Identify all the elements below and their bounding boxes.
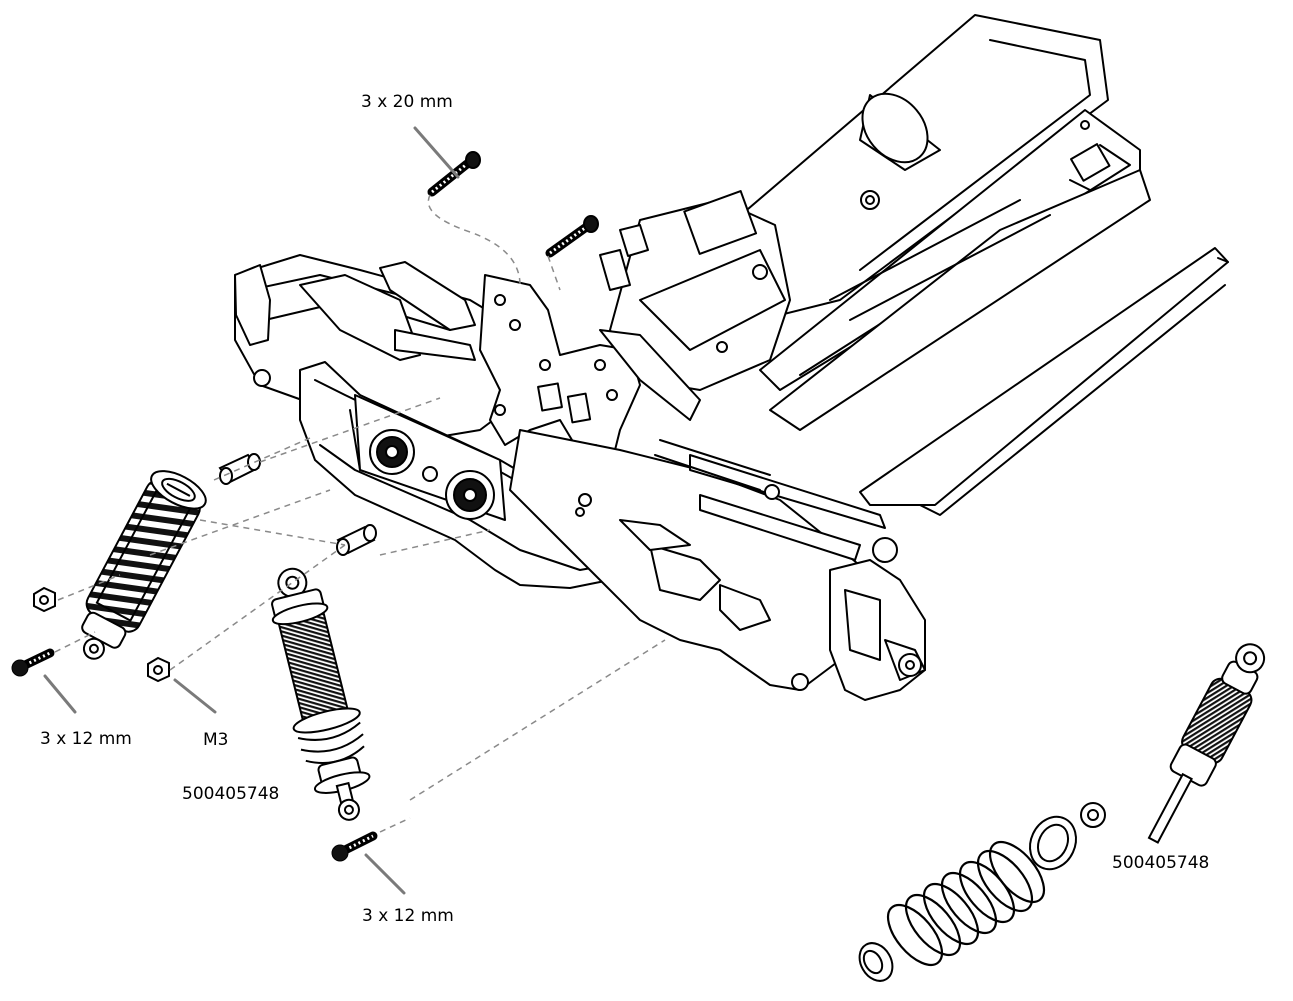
leader-lines (43, 126, 460, 895)
assembly-guide-lines (54, 194, 666, 833)
label-screw-3x12-left: 3 x 12 mm (40, 729, 132, 749)
chassis-assembly (234, 14, 1229, 701)
label-part-number-right: 500405748 (1112, 853, 1210, 873)
shock-exploded (858, 643, 1266, 982)
shock-center (271, 567, 371, 821)
screw-3x20-top (427, 151, 481, 197)
label-screw-3x20: 3 x 20 mm (361, 92, 453, 112)
screw-3x20-second (545, 215, 599, 258)
label-part-number-left: 500405748 (182, 784, 280, 804)
label-nut-m3: M3 (203, 730, 229, 750)
screw-3x12-left (11, 648, 55, 677)
nut-m3 (147, 656, 170, 683)
screw-3x12-bottom (331, 831, 378, 862)
shock-left (81, 470, 207, 660)
bushing-upper (218, 453, 261, 485)
nut-m3-left-top (33, 586, 56, 613)
label-screw-3x12-bottom: 3 x 12 mm (362, 906, 454, 926)
bushing-lower (336, 524, 377, 556)
